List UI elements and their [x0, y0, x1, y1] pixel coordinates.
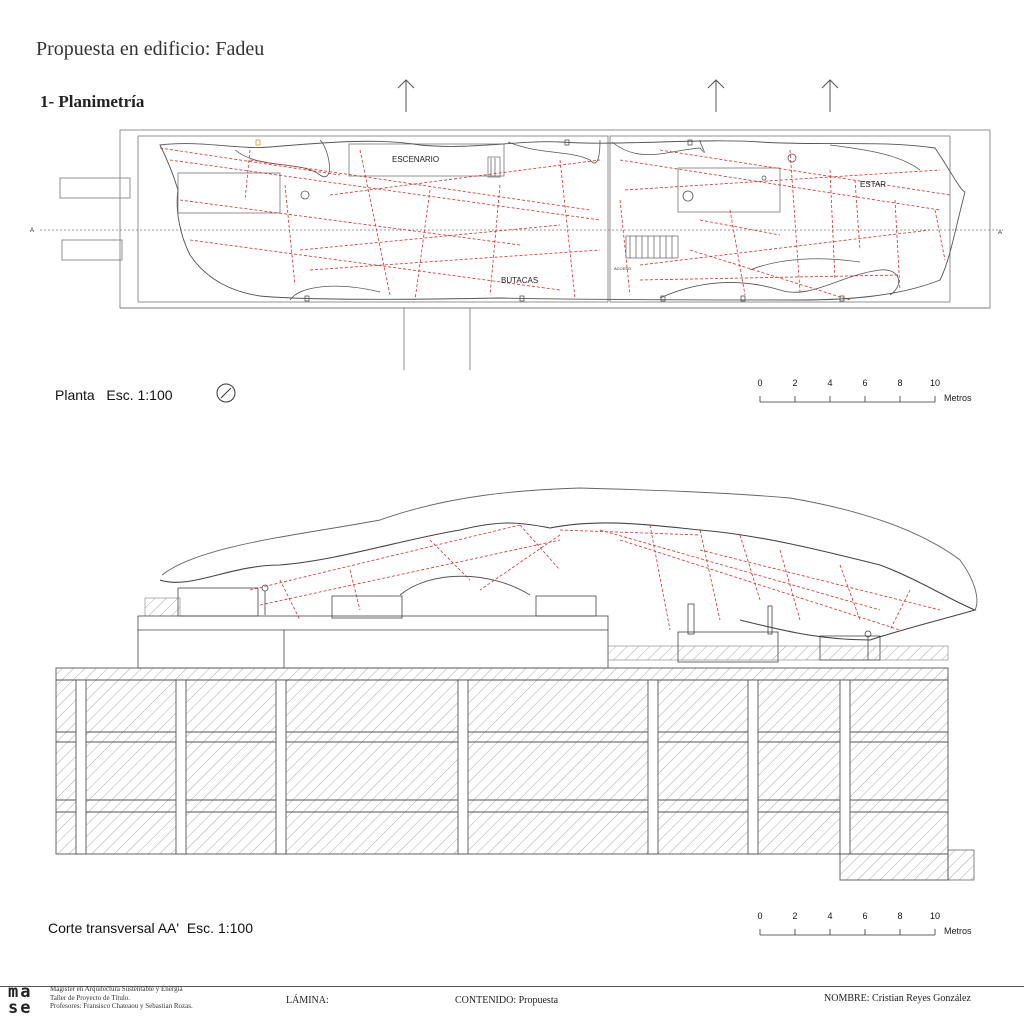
scale-tick: 4	[827, 378, 833, 388]
logo-bottom: se	[8, 998, 33, 1018]
scale-tick: 0	[757, 911, 763, 921]
scale-tick: 6	[862, 911, 868, 921]
scale-tick: 10	[929, 378, 941, 388]
institution-line: Profesores: Fransisco Chateaou y Sebasti…	[50, 1002, 193, 1010]
scale-tick: 8	[897, 378, 903, 388]
footer-rule	[0, 986, 1024, 987]
scale-tick: 8	[897, 911, 903, 921]
section-scalebar: 0 2 4 6 8 10 Metros	[757, 911, 1020, 941]
north-arrows	[397, 79, 839, 112]
section-title: 1- Planimetría	[40, 92, 145, 111]
section-caption: Corte transversal AA' Esc. 1:100	[48, 920, 253, 936]
scale-unit: Metros	[944, 926, 972, 936]
axis-label-left: A	[30, 228, 35, 234]
plan-label-estar: ESTAR	[860, 180, 887, 189]
scale-tick: 10	[929, 911, 941, 921]
mase-logo: ma se	[8, 984, 44, 1020]
cross-section-drawing	[55, 487, 978, 881]
plan-label-butacas: BUTACAS	[501, 276, 539, 285]
scale-tick: 2	[792, 378, 798, 388]
contenido-label: CONTENIDO: Propuesta	[455, 995, 559, 1006]
logo-top: ma	[8, 982, 33, 1002]
plan-label-acceso: ACCESO	[614, 266, 631, 271]
institution-line: Magister en Arquitectura Sustentable y E…	[50, 985, 183, 993]
page-title: Propuesta en edificio: Fadeu	[36, 38, 265, 60]
floor-plan-drawing	[40, 129, 1000, 370]
plan-caption: Planta Esc. 1:100	[55, 387, 173, 403]
axis-label-right: A'	[998, 230, 1004, 236]
institution-line: Taller de Proyecto de Título.	[50, 993, 131, 1002]
scale-tick: 4	[827, 911, 833, 921]
scale-tick: 2	[792, 911, 798, 921]
scale-tick: 0	[757, 378, 763, 388]
plan-scalebar: 0 2 4 6 8 10 Metros	[757, 378, 1020, 408]
nombre-label: NOMBRE: Cristian Reyes González	[824, 993, 971, 1004]
lamina-label: LÁMINA:	[286, 995, 329, 1006]
orientation-compass-icon	[216, 383, 236, 403]
canopy-outline	[159, 140, 966, 301]
scale-tick: 6	[862, 378, 868, 388]
institution-text: Magister en Arquitectura Sustentable y E…	[50, 985, 193, 1011]
scale-unit: Metros	[944, 393, 972, 403]
plan-label-escenario: ESCENARIO	[392, 155, 440, 164]
